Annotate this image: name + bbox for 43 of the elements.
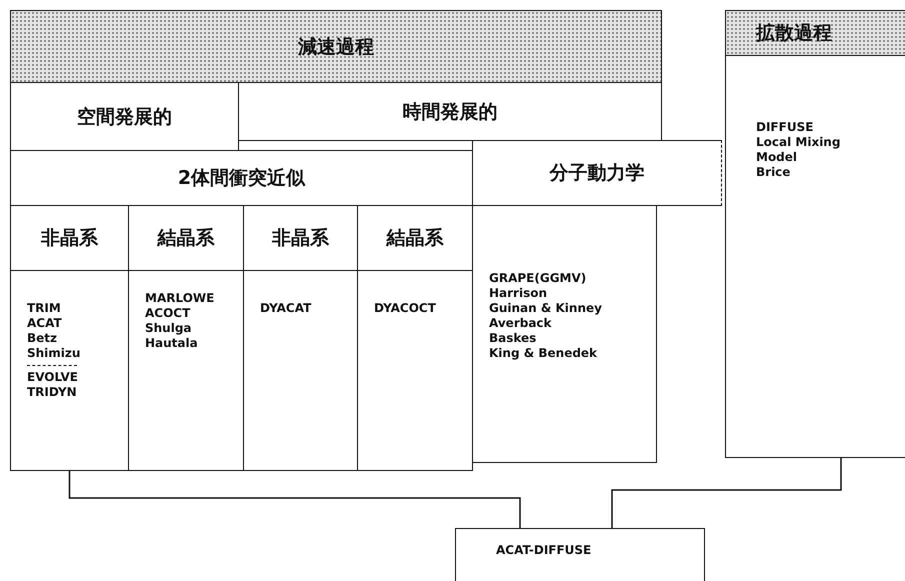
list-item: Averback <box>489 316 552 331</box>
heading-text: 結晶系 <box>386 226 444 251</box>
list-item: ACOCT <box>145 306 190 321</box>
table-cell <box>10 270 129 471</box>
list-item: King & Benedek <box>489 346 598 361</box>
list-item: GRAPE(GGMV) <box>489 271 586 286</box>
list-item: Guinan & Kinney <box>489 301 602 316</box>
list-item: Shulga <box>145 321 192 336</box>
list-item: TRIM <box>27 301 61 316</box>
list-item: Local Mixing Model <box>756 135 842 165</box>
box-label: ACAT-DIFFUSE <box>496 543 592 558</box>
list-item: ACAT <box>27 316 62 331</box>
heading-text: 時間発展的 <box>402 100 498 124</box>
heading-text: 空間発展的 <box>77 104 172 130</box>
list-item: MARLOWE <box>145 291 214 306</box>
heading-text: 非晶系 <box>272 226 329 251</box>
list-item: Harrison <box>489 286 548 301</box>
heading-text: 非晶系 <box>41 226 98 251</box>
list-item: Betz <box>27 331 58 346</box>
table-cell <box>472 140 722 206</box>
list-item: DYACAT <box>260 301 312 316</box>
list-item: Brice <box>756 165 792 180</box>
process-box <box>725 10 905 458</box>
list-item: TRIDYN <box>27 385 77 400</box>
heading-text: 分子動力学 <box>550 161 644 186</box>
heading-text: 減速過程 <box>298 34 374 60</box>
table-cell <box>10 150 473 206</box>
process-box <box>455 528 705 581</box>
table-cell <box>472 205 657 463</box>
table-cell <box>10 82 239 151</box>
header-band <box>10 10 662 83</box>
table-cell <box>238 82 662 141</box>
heading-text: 拡散過程 <box>756 21 832 46</box>
list-item: DIFFUSE <box>756 120 814 135</box>
heading-text: 2体間衝突近似 <box>178 166 306 191</box>
list-item: Hautala <box>145 336 198 351</box>
list-item: EVOLVE <box>27 370 78 385</box>
connector-line <box>611 458 842 528</box>
list-item: Baskes <box>489 331 536 346</box>
list-item: DYACOCT <box>374 301 436 316</box>
connector-line <box>68 471 521 528</box>
heading-text: 結晶系 <box>158 226 214 251</box>
list-item: Shimizu <box>27 346 80 361</box>
